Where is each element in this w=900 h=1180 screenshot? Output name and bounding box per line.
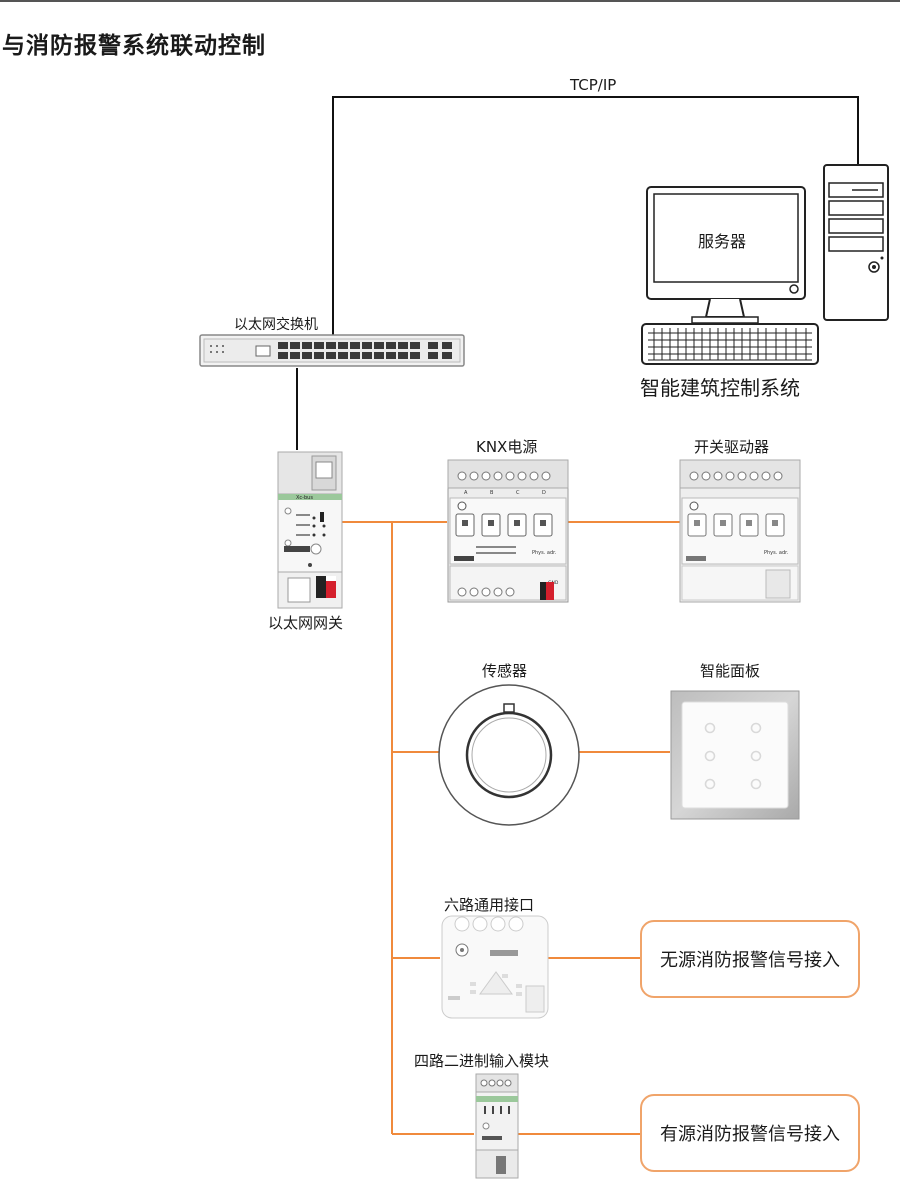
power-mark-c: C [516,490,520,496]
page-title: 与消防报警系统联动控制 [2,33,266,59]
knx-power-device: A B C D Phys. adr. GND [447,459,569,603]
knx-power-label: KNX电源 [476,438,538,456]
active-fire-signal-box: 有源消防报警信号接入 [640,1094,860,1172]
four-input-device [475,1073,519,1179]
tcpip-label: TCP/IP [570,76,617,94]
sensor-label: 传感器 [482,662,528,680]
power-phys-mark: Phys. adr. [532,550,557,556]
xbus-mark: Xc-bus [296,495,313,501]
tcpip-line [332,96,859,335]
monitor-icon [646,186,806,324]
ethernet-gateway-device: Xc-bus [277,451,343,609]
four-input-label: 四路二进制输入模块 [414,1052,550,1070]
switch-label: 以太网交换机 [234,317,318,333]
power-mark-b: B [490,490,494,496]
gateway-label: 以太网网关 [268,614,344,632]
server-label: 服务器 [698,232,747,251]
top-border [0,0,900,2]
smart-panel-device [670,690,800,820]
sensor-device [438,684,580,826]
power-mark-d: D [542,490,546,496]
passive-fire-signal-box: 无源消防报警信号接入 [640,920,860,998]
switch-actuator-label: 开关驱动器 [694,438,770,456]
actuator-phys-mark: Phys. adr. [764,550,789,556]
six-input-device [441,915,549,1019]
switch-actuator-device: Phys. adr. [679,459,801,603]
smart-panel-label: 智能面板 [700,662,761,680]
power-mark-a: A [464,490,468,496]
ethernet-switch-device [199,334,465,367]
six-input-label: 六路通用接口 [444,896,535,914]
pc-tower-icon [823,164,889,321]
bms-label: 智能建筑控制系统 [640,376,800,400]
keyboard-icon [641,323,819,365]
